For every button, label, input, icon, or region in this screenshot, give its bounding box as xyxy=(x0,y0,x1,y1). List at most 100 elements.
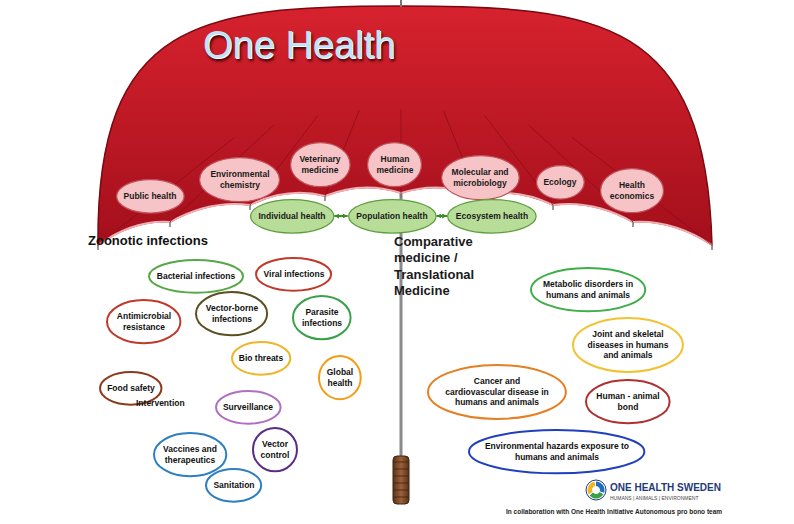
node-ellipse xyxy=(216,391,281,424)
discipline-ellipse: Public health xyxy=(116,179,185,214)
node-text: Joint and skeletal diseases in humans an… xyxy=(587,329,669,361)
node-ellipse xyxy=(586,380,670,423)
node-text: Viral infections xyxy=(263,269,325,280)
intervention-circle: SurveillanceVaccines and therapeutics Vec… xyxy=(136,398,316,502)
discipline-ellipse: Molecular and microbiology xyxy=(441,155,520,200)
health-level-ellipse: Individual health xyxy=(250,199,334,234)
topic-ellipse: Antimicrobial resistance xyxy=(106,299,181,344)
node-ellipse xyxy=(290,143,350,187)
handle-grip-line xyxy=(394,483,408,484)
rib-tip xyxy=(632,222,634,227)
node-text: Intervention xyxy=(136,398,185,409)
node-ellipse xyxy=(206,469,261,502)
node-text: Individual health xyxy=(257,211,326,222)
logo-text: HUMANS | ANIMALS | ENVIRONMENT xyxy=(609,495,699,501)
node-ellipse xyxy=(536,165,584,198)
node-ellipse xyxy=(253,428,297,471)
node-text: Environmental chemistry xyxy=(209,169,270,190)
node-ellipse xyxy=(531,268,645,311)
node-ellipse xyxy=(448,199,537,232)
node-ellipse xyxy=(107,300,180,343)
node-ellipse xyxy=(469,430,644,473)
topic-circle: Bacterial infections Viral infectionsAnti… xyxy=(88,233,394,515)
umbrella-tip xyxy=(400,0,402,7)
double-arrow xyxy=(334,215,347,217)
topic-ellipse: Vector-borne infections xyxy=(195,291,268,336)
node-ellipse xyxy=(319,356,361,399)
logo-segment xyxy=(588,482,596,495)
double-arrow xyxy=(436,215,447,217)
logo-ring xyxy=(586,480,606,500)
node-ellipse xyxy=(200,158,280,202)
node-text: Antimicrobial resistance xyxy=(116,311,172,332)
topic-ellipse: Global health xyxy=(318,355,362,400)
umbrella-canopy xyxy=(98,6,712,245)
topic-ellipse: Surveillance xyxy=(215,390,282,425)
topic-ellipse: Vector control xyxy=(252,427,298,472)
health-level-ellipse: Ecosystem health xyxy=(447,199,537,234)
topic-ellipse: Parasite infections xyxy=(292,295,352,340)
rib-tip xyxy=(711,245,713,250)
topic-ellipse: Viral infections xyxy=(255,257,332,292)
handle-grip-line xyxy=(394,490,408,491)
node-text: Vector control xyxy=(260,439,290,460)
credit-note: In collaboration with One Health Initiat… xyxy=(505,508,723,515)
node-text: Human medicine xyxy=(376,154,414,175)
rib-tip xyxy=(249,205,251,210)
rib-tip xyxy=(552,205,554,210)
node-text: Food safety xyxy=(106,383,155,394)
node-text: Surveillance xyxy=(222,402,274,413)
logo-icon xyxy=(586,480,606,500)
topic-ellipse: Joint and skeletal diseases in humans an… xyxy=(572,317,684,373)
node-text: Public health xyxy=(123,191,177,202)
node-text: Veterinary medicine xyxy=(298,154,341,175)
canopy-rib xyxy=(572,137,712,245)
node-ellipse xyxy=(256,258,331,291)
node-text: Molecular and microbiology xyxy=(450,167,509,188)
node-ellipse xyxy=(154,433,226,476)
node-ellipse xyxy=(196,292,267,335)
handle-grip-line xyxy=(394,462,408,463)
node-text: Population health xyxy=(355,211,428,222)
node-text: Bacterial infections xyxy=(156,271,236,282)
topic-ellipse: Metabolic disorders in humans and animal… xyxy=(530,267,646,312)
topic-ellipse: Environmental hazards exposure to humans… xyxy=(468,429,645,474)
discipline-ellipse: Environmental chemistry xyxy=(199,157,280,202)
discipline-ellipse: Health economics xyxy=(600,168,664,213)
node-text: Vaccines and therapeutics xyxy=(162,444,217,465)
node-ellipse xyxy=(428,365,566,419)
discipline-ellipse: Veterinary medicine xyxy=(290,142,351,187)
node-ellipse xyxy=(149,260,243,293)
topic-ellipse: Human - animal bond xyxy=(585,379,671,424)
health-level-ellipse: Population health xyxy=(348,199,437,234)
rib-tip xyxy=(400,193,402,198)
logo-segment xyxy=(590,492,604,498)
node-ellipse xyxy=(293,296,351,339)
node-ellipse xyxy=(232,342,290,375)
topic-ellipse: Bio threats xyxy=(231,341,291,376)
node-text: Metabolic disorders in humans and animal… xyxy=(542,279,634,300)
node-text: Global health xyxy=(326,367,354,388)
topic-ellipse: Cancer and cardiovascular disease in hum… xyxy=(427,364,567,420)
node-ellipse xyxy=(348,199,436,232)
handle-grip-line xyxy=(394,469,408,470)
node-ellipse xyxy=(368,143,422,187)
node-ellipse xyxy=(116,179,184,212)
node-text: Comparative medicine / Translational Med… xyxy=(394,234,494,299)
discipline-ellipse: Human medicine xyxy=(367,142,422,187)
node-text: Environmental hazards exposure to humans… xyxy=(484,441,630,462)
discipline-ellipse: Ecology xyxy=(536,165,585,200)
node-text: Cancer and cardiovascular disease in hum… xyxy=(444,376,549,408)
handle-grip-line xyxy=(394,476,408,477)
node-text: Ecosystem health xyxy=(455,211,529,222)
node-text: Parasite infections xyxy=(301,307,343,328)
node-ellipse xyxy=(250,199,333,232)
topic-circle: Metabolic disorders in humans and animal… xyxy=(394,234,696,518)
handle-grip-line xyxy=(394,497,408,498)
rib-tip xyxy=(324,196,326,201)
node-text: Ecology xyxy=(542,177,577,188)
node-ellipse xyxy=(601,169,664,213)
umbrella-handle xyxy=(393,456,409,504)
topic-ellipse: Sanitation xyxy=(205,468,262,503)
